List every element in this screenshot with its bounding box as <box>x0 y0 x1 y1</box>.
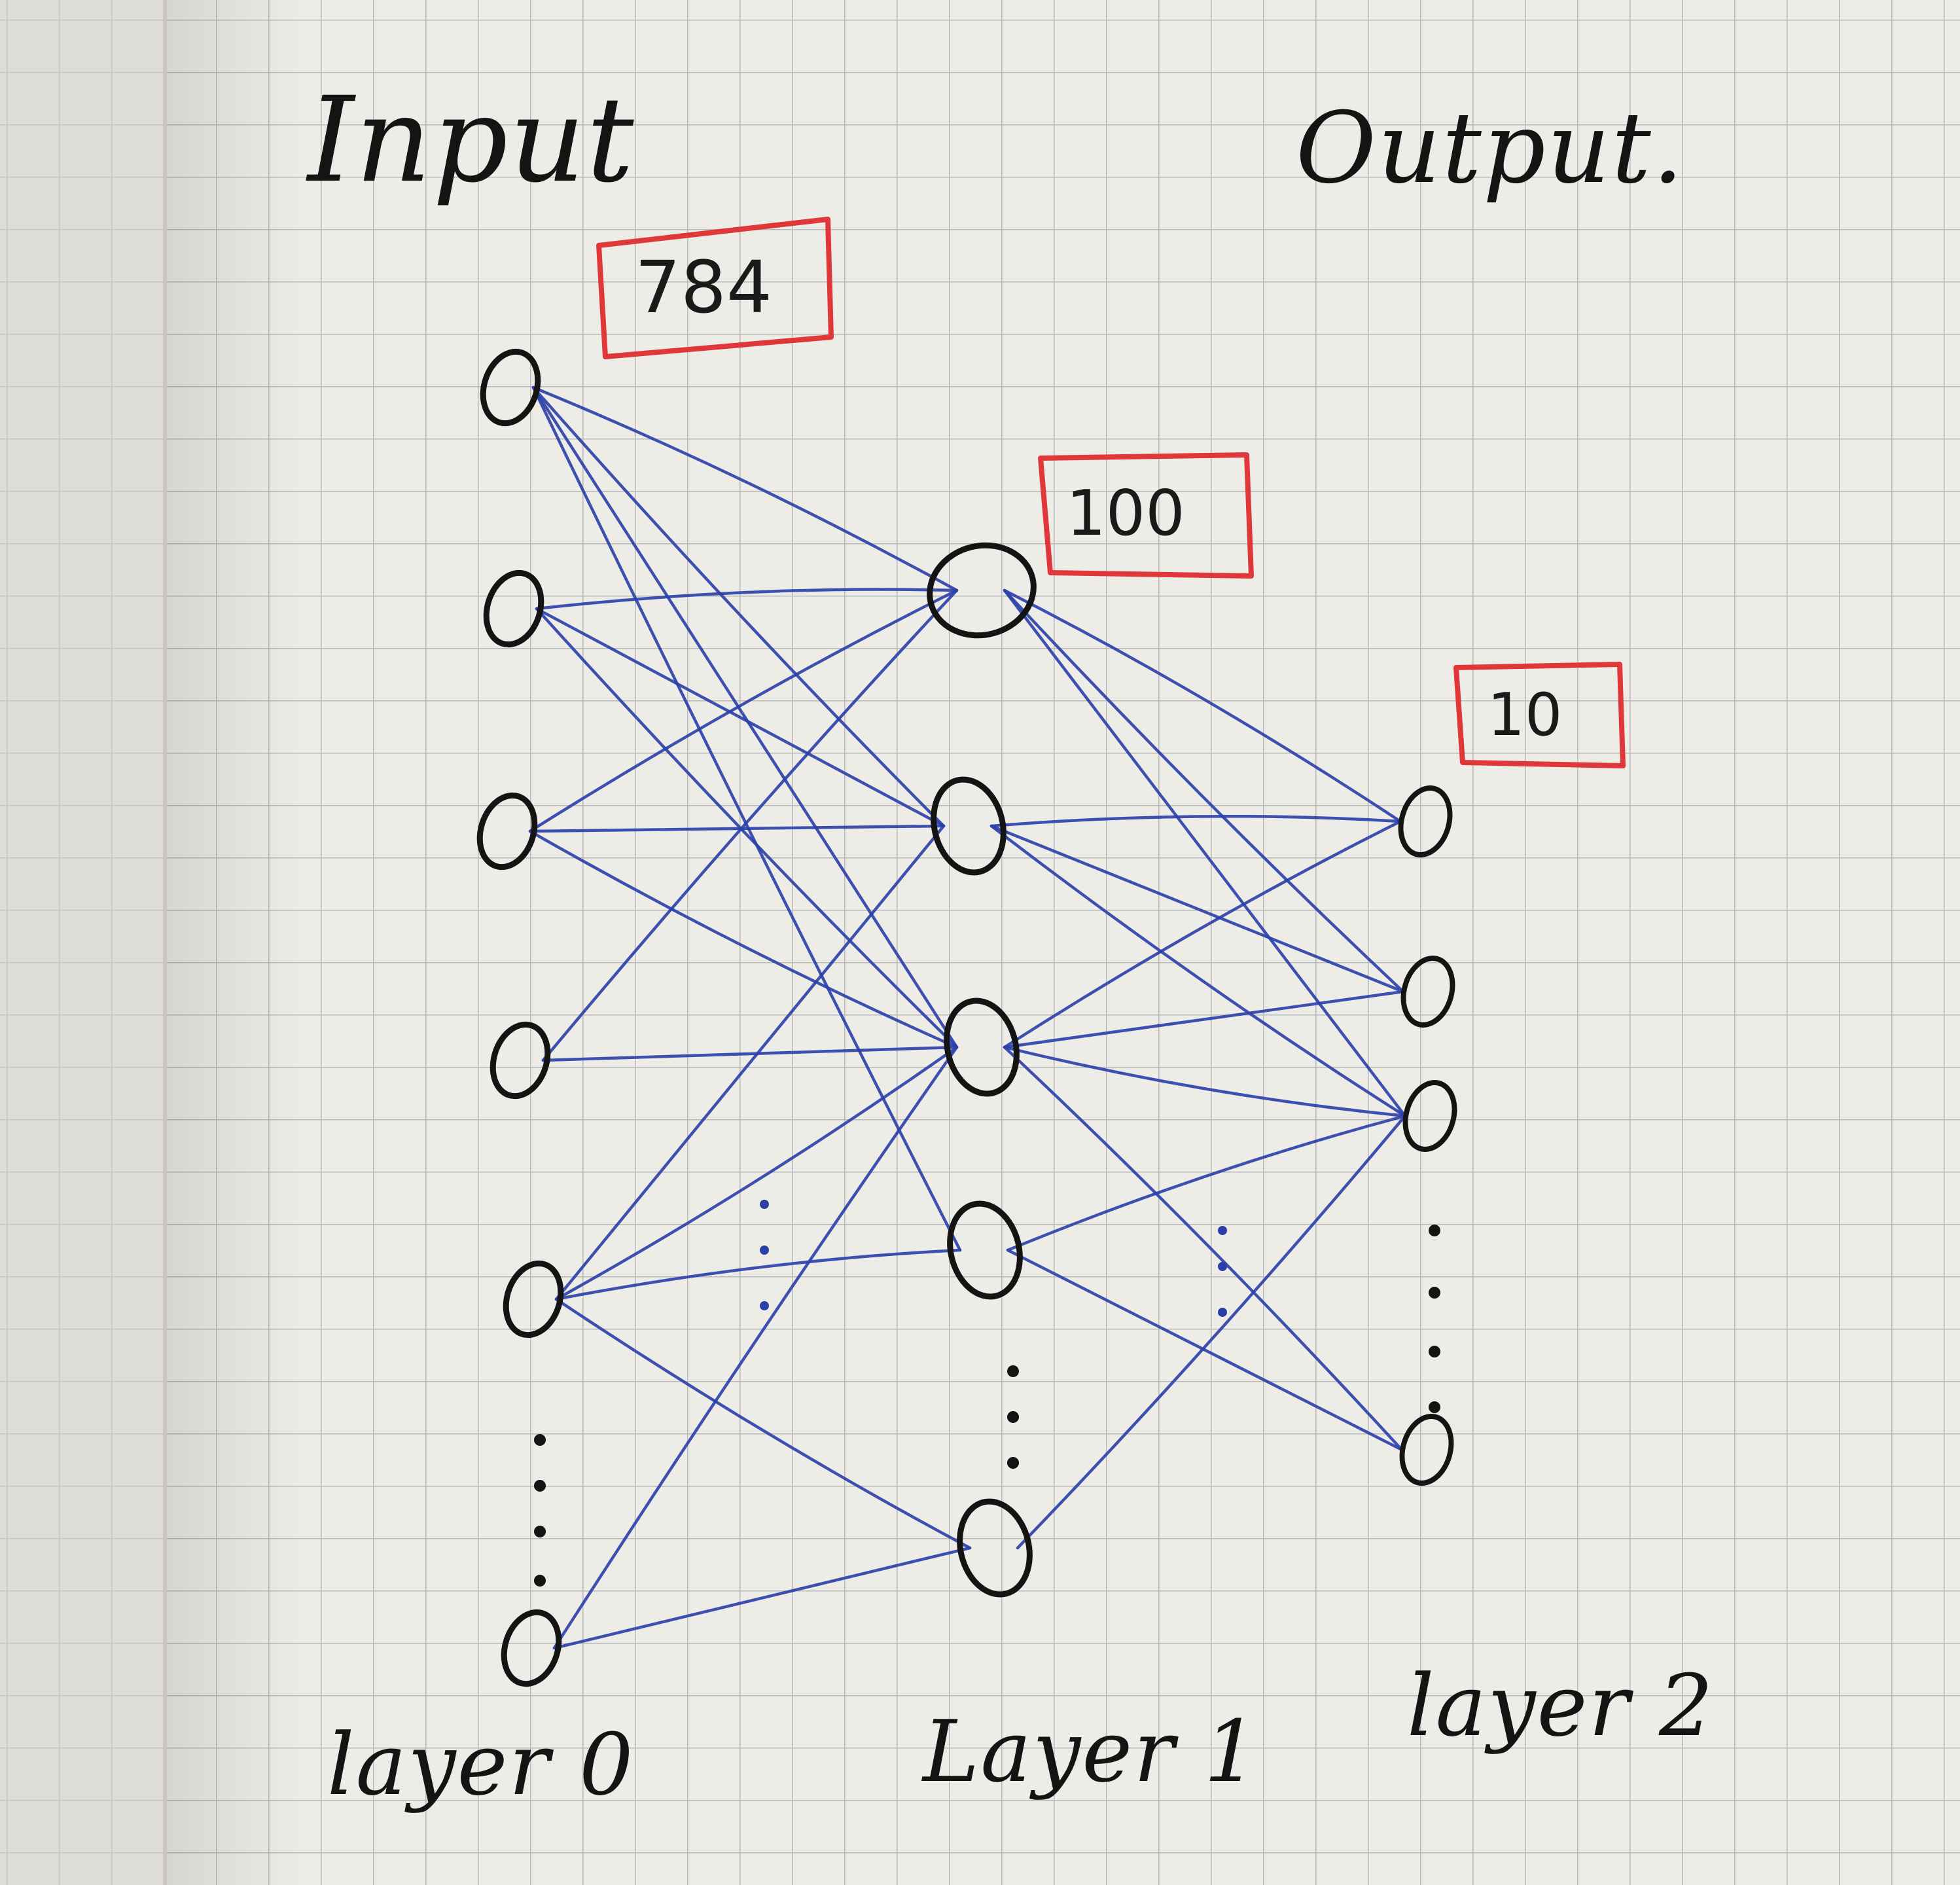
edge-layer1-layer2 <box>1003 588 1407 1118</box>
edge-layer1-layer2 <box>1003 990 1405 1049</box>
edge-layer0-layer1 <box>531 386 946 828</box>
layer1-label: Layer 1 <box>923 1702 1260 1801</box>
edge-layer0-layer1 <box>528 829 959 1049</box>
ellipsis-dot-layer1 <box>1007 1365 1019 1377</box>
edge-layer1-layer2 <box>1016 1114 1407 1550</box>
neuron-layer0 <box>501 1609 562 1687</box>
neuron-layer1 <box>944 997 1020 1097</box>
neuron-layer0 <box>483 569 544 648</box>
ellipsis-dot-edges <box>1218 1308 1227 1317</box>
layer0-size-box <box>596 217 834 359</box>
edge-layer0-layer1 <box>541 588 959 1062</box>
edge-layer0-layer1 <box>535 607 959 1049</box>
ellipsis-dot-layer0 <box>534 1480 546 1492</box>
ellipsis-dot-layer1 <box>1007 1457 1019 1469</box>
neuron-layer2 <box>1398 785 1453 857</box>
edge-layer0-layer1 <box>531 386 959 592</box>
neuron-layer0 <box>476 792 538 871</box>
edge-layer1-layer2 <box>1003 1045 1404 1452</box>
ellipsis-dot-edges <box>760 1301 769 1310</box>
ellipsis-dot-edges <box>760 1200 769 1209</box>
edge-layer0-layer1 <box>535 607 946 828</box>
edge-layer0-layer1 <box>552 1045 959 1650</box>
ellipsis-dot-layer0 <box>534 1575 546 1587</box>
edge-layer1-layer2 <box>989 824 1405 994</box>
ellipsis-dot-layer2 <box>1429 1401 1440 1413</box>
edge-layer1-layer2 <box>1003 819 1402 1049</box>
neuron-layer2 <box>1400 956 1455 1028</box>
ellipsis-dot-layer2 <box>1429 1346 1440 1357</box>
edge-layer0-layer1 <box>531 386 962 1252</box>
ellipsis-dot-layer2 <box>1429 1225 1440 1236</box>
edge-layer0-layer1 <box>554 824 946 1301</box>
input-label: Input <box>308 72 635 209</box>
output-label: Output. <box>1296 92 1685 206</box>
layer1-size-box <box>1038 452 1254 579</box>
edge-layer1-layer2 <box>989 814 1402 828</box>
edge-layer1-layer2 <box>1003 588 1402 823</box>
neuron-layer0 <box>480 348 541 427</box>
ellipsis-dot-edges <box>760 1246 769 1255</box>
neuron-layer1 <box>931 776 1007 876</box>
neuron-layer0 <box>503 1260 564 1338</box>
edge-layer0-layer1 <box>554 1248 962 1301</box>
edge-layer0-layer1 <box>552 1546 972 1650</box>
edge-layer0-layer1 <box>554 1045 959 1301</box>
edge-layer0-layer1 <box>528 588 959 833</box>
neuron-layer1 <box>947 1200 1023 1300</box>
neuron-layer1 <box>927 542 1037 639</box>
layer2-size-box <box>1453 662 1626 768</box>
edge-layer0-layer1 <box>554 1297 972 1550</box>
layer0-size: 784 <box>635 245 772 329</box>
edge-layer1-layer2 <box>1006 1114 1407 1252</box>
ellipsis-dot-layer0 <box>534 1434 546 1446</box>
neuron-layer0 <box>490 1021 551 1100</box>
neuron-layer1 <box>957 1498 1033 1598</box>
ellipsis-dot-layer0 <box>534 1526 546 1537</box>
neuron-layer2 <box>1402 1080 1457 1152</box>
edge-layer0-layer1 <box>528 824 946 833</box>
ellipsis-dot-edges <box>1218 1226 1227 1235</box>
ellipsis-dot-edges <box>1218 1262 1227 1271</box>
edge-layer0-layer1 <box>541 1045 959 1062</box>
neuron-layer2 <box>1399 1414 1454 1486</box>
layer0-label: layer 0 <box>327 1715 635 1814</box>
edge-layer1-layer2 <box>989 824 1407 1118</box>
edge-layer1-layer2 <box>1006 1248 1404 1452</box>
ellipsis-dot-layer2 <box>1429 1287 1440 1299</box>
layer2-label: layer 2 <box>1407 1656 1715 1755</box>
edge-layer1-layer2 <box>1003 1045 1407 1118</box>
edge-layer0-layer1 <box>535 588 959 611</box>
edge-layer0-layer1 <box>531 386 959 1049</box>
layer1-size: 100 <box>1066 478 1185 550</box>
ellipsis-dot-layer1 <box>1007 1411 1019 1423</box>
layer2-size: 10 <box>1487 681 1563 749</box>
edge-layer1-layer2 <box>1003 588 1405 994</box>
